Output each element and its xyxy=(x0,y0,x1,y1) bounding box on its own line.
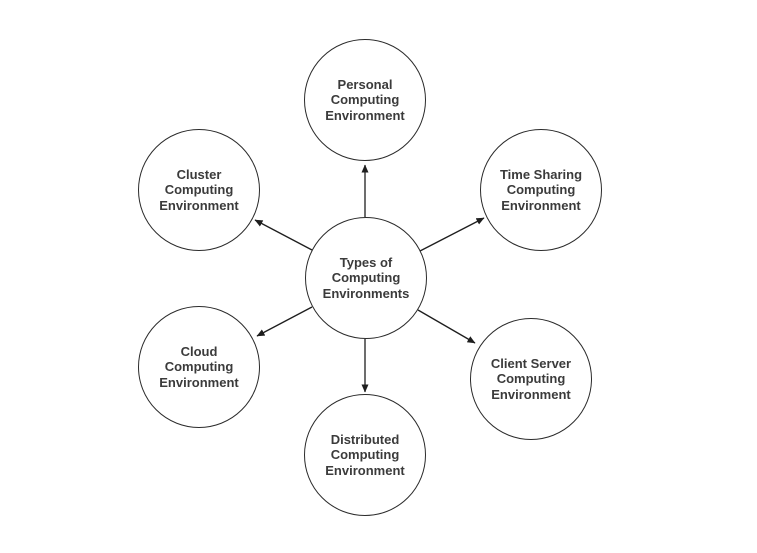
node-distributed-computing: Distributed Computing Environment xyxy=(304,394,426,516)
node-label-personal: Personal Computing Environment xyxy=(325,77,405,123)
node-cloud-computing: Cloud Computing Environment xyxy=(138,306,260,428)
node-label-cloud: Cloud Computing Environment xyxy=(159,344,239,390)
arrow-center-to-time-sharing xyxy=(419,217,485,252)
node-label-cluster: Cluster Computing Environment xyxy=(159,167,239,213)
node-personal-computing: Personal Computing Environment xyxy=(304,39,426,161)
node-types-of-computing-environments: Types of Computing Environments xyxy=(305,217,427,339)
arrow-center-to-client-server xyxy=(417,309,476,344)
node-label-client-server: Client Server Computing Environment xyxy=(490,356,572,402)
node-label-distributed: Distributed Computing Environment xyxy=(325,432,405,478)
arrow-center-to-cloud xyxy=(256,306,313,337)
node-label-time-sharing: Time Sharing Computing Environment xyxy=(499,167,583,213)
arrow-center-to-cluster xyxy=(254,219,313,251)
node-cluster-computing: Cluster Computing Environment xyxy=(138,129,260,251)
node-client-server-computing: Client Server Computing Environment xyxy=(470,318,592,440)
node-time-sharing-computing: Time Sharing Computing Environment xyxy=(480,129,602,251)
node-label-center: Types of Computing Environments xyxy=(322,255,410,301)
